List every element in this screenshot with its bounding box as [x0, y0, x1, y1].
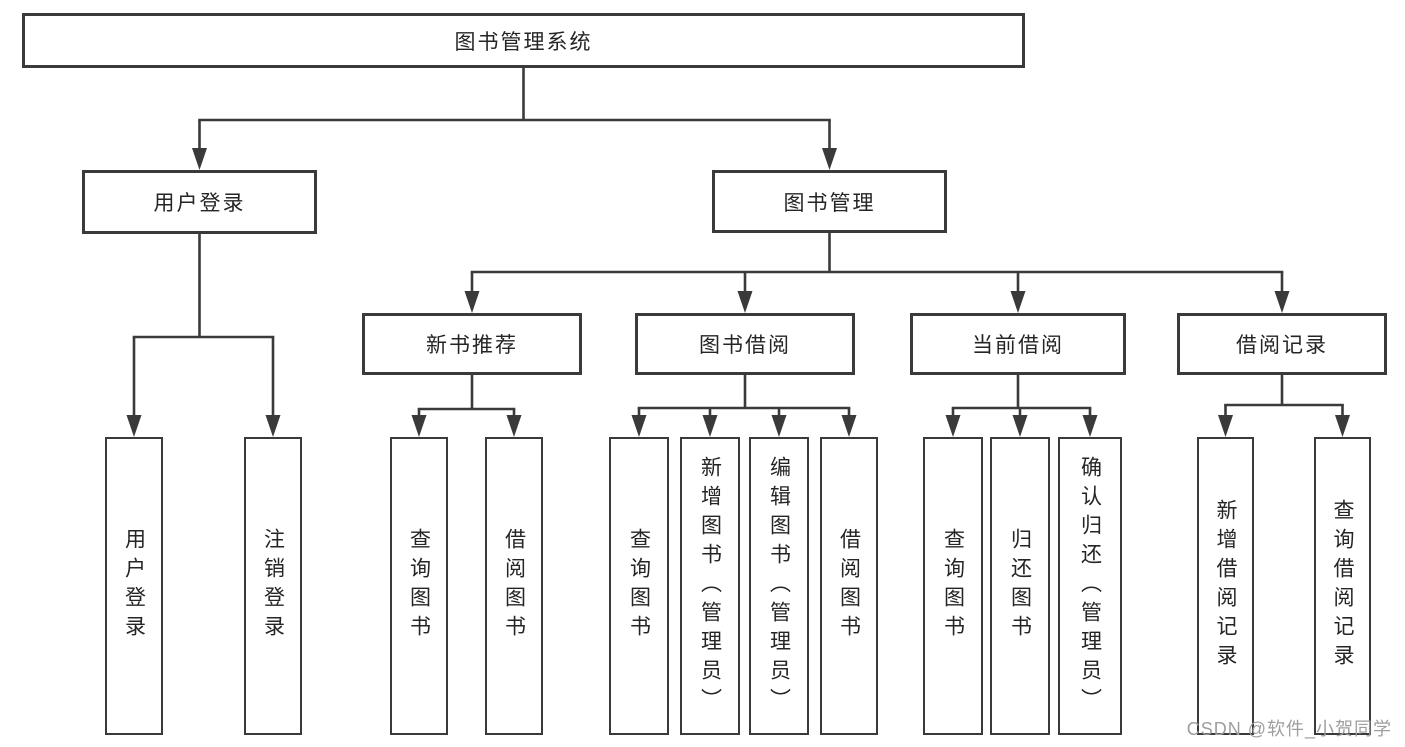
node-confirm-return-admin: 确认归还（管理员） [1058, 437, 1122, 735]
node-current-borrow: 当前借阅 [910, 313, 1126, 375]
watermark: CSDN @软件_小贺同学 [1186, 719, 1392, 739]
node-user-login-group: 用户登录 [82, 170, 317, 234]
node-query-book-recommend: 查询图书 [390, 437, 448, 735]
node-add-borrow-record: 新增借阅记录 [1197, 437, 1254, 735]
node-book-management: 图书管理 [712, 170, 947, 233]
node-system-root: 图书管理系统 [22, 13, 1025, 68]
node-query-book-borrow: 查询图书 [609, 437, 669, 735]
node-user-login-leaf: 用户登录 [105, 437, 163, 735]
node-borrow-book-recommend: 借阅图书 [485, 437, 543, 735]
node-book-borrow: 图书借阅 [635, 313, 855, 375]
node-edit-book-admin: 编辑图书（管理员） [749, 437, 809, 735]
node-return-book: 归还图书 [990, 437, 1050, 735]
node-borrow-records: 借阅记录 [1177, 313, 1387, 375]
node-logout-leaf: 注销登录 [244, 437, 302, 735]
node-new-book-recommend: 新书推荐 [362, 313, 582, 375]
node-add-book-admin: 新增图书（管理员） [680, 437, 740, 735]
node-query-borrow-record: 查询借阅记录 [1314, 437, 1371, 735]
node-borrow-book-leaf: 借阅图书 [820, 437, 878, 735]
node-query-book-current: 查询图书 [923, 437, 983, 735]
